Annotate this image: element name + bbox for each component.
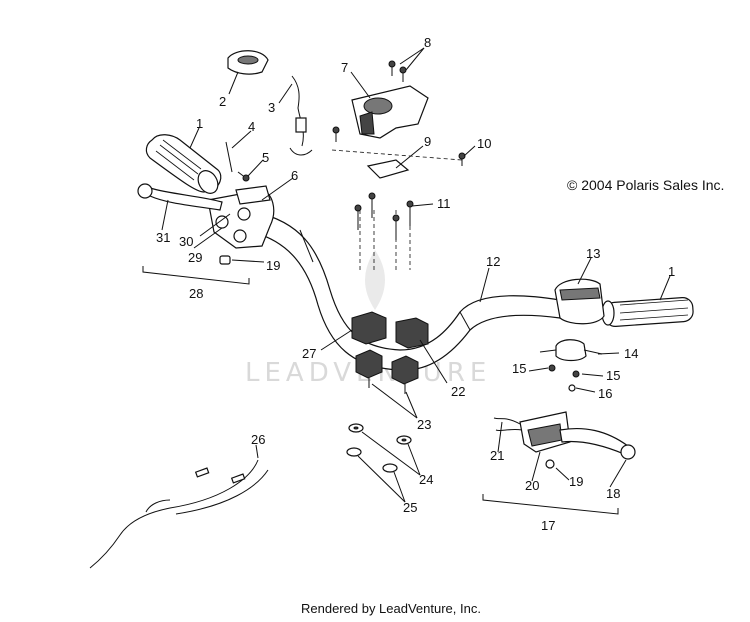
copyright-text: © 2004 Polaris Sales Inc. xyxy=(567,177,724,193)
callout-23: 23 xyxy=(417,417,431,432)
bracket-17 xyxy=(482,494,619,515)
lower-holders xyxy=(355,349,419,394)
callout-26: 26 xyxy=(251,432,265,447)
callout-27: 27 xyxy=(302,346,316,361)
callout-22: 22 xyxy=(451,384,465,399)
callout-11: 11 xyxy=(437,196,451,211)
callout-21: 21 xyxy=(490,448,504,463)
callout-24: 24 xyxy=(419,472,433,487)
right-switch xyxy=(539,339,603,392)
callout-25: 25 xyxy=(403,500,417,515)
callout-31: 31 xyxy=(156,230,170,245)
right-grip xyxy=(601,297,694,327)
upper-clamps xyxy=(351,311,429,349)
callout-13: 13 xyxy=(586,246,600,261)
left-brake-lever xyxy=(137,183,223,211)
callout-8: 8 xyxy=(424,35,431,50)
callout-12: 12 xyxy=(486,254,500,269)
callout-16: 16 xyxy=(598,386,612,401)
callout-17: 17 xyxy=(541,518,555,533)
callout-28: 28 xyxy=(189,286,203,301)
throttle-cable xyxy=(89,459,269,569)
callout-15a: 15 xyxy=(512,361,526,376)
callout-1b: 1 xyxy=(668,264,675,279)
alignment-lines xyxy=(331,149,463,270)
leader-lines xyxy=(161,47,671,503)
callout-14: 14 xyxy=(624,346,638,361)
screw-5 xyxy=(237,171,250,182)
callout-7: 7 xyxy=(341,60,348,75)
bracket-28 xyxy=(142,266,250,285)
callout-2: 2 xyxy=(219,94,226,109)
callout-3: 3 xyxy=(268,100,275,115)
clamp-block xyxy=(351,85,429,139)
callout-10: 10 xyxy=(477,136,491,151)
nut-19-left xyxy=(219,255,231,265)
callout-15b: 15 xyxy=(606,368,620,383)
callout-5: 5 xyxy=(262,150,269,165)
right-lever-assembly xyxy=(493,411,636,469)
screw-left xyxy=(332,126,340,142)
callout-4: 4 xyxy=(248,119,255,134)
callout-labels: 1 2 3 4 5 6 7 8 9 10 11 12 13 1 14 15 15… xyxy=(156,35,675,533)
callout-9: 9 xyxy=(424,134,431,149)
plate xyxy=(366,159,410,179)
left-grip xyxy=(145,134,222,194)
pin xyxy=(225,141,233,173)
callout-30: 30 xyxy=(179,234,193,249)
switch-wire xyxy=(289,75,313,156)
callout-29: 29 xyxy=(188,250,202,265)
screw-10 xyxy=(458,152,466,166)
callout-6: 6 xyxy=(291,168,298,183)
cover-part xyxy=(227,50,269,75)
callout-19a: 19 xyxy=(266,258,280,273)
callout-20: 20 xyxy=(525,478,539,493)
throttle-housing xyxy=(554,278,605,325)
footer-text: Rendered by LeadVenture, Inc. xyxy=(301,601,481,616)
bolts-11 xyxy=(354,192,414,240)
left-control-housing xyxy=(207,185,275,249)
callout-18: 18 xyxy=(606,486,620,501)
screws-8 xyxy=(388,60,407,82)
callout-1a: 1 xyxy=(196,116,203,131)
callout-19b: 19 xyxy=(569,474,583,489)
washers xyxy=(346,423,412,473)
